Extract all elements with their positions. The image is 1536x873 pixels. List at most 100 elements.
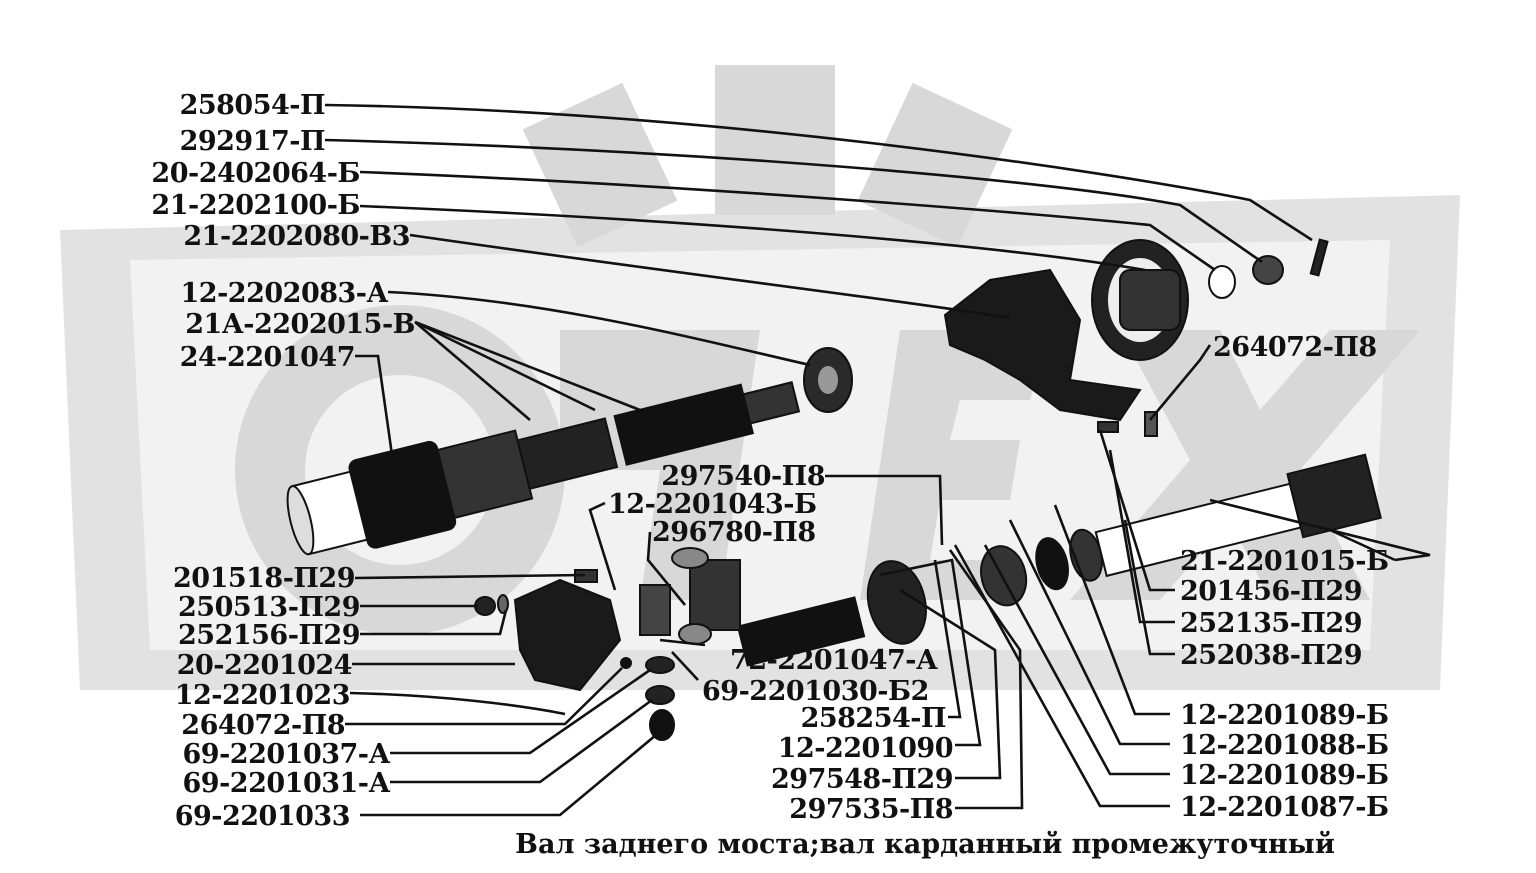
labels-mid: 297540-П8 12-2201043-Б 296780-П8 72-2201… xyxy=(608,461,954,825)
part-label: 12-2201043-Б xyxy=(608,489,817,520)
labels-left: 258054-П 292917-П 20-2402064-Б 21-220210… xyxy=(151,90,415,832)
part-label: 12-2201087-Б xyxy=(1180,792,1389,823)
leader-line xyxy=(355,354,394,456)
part-label: 264072-П8 xyxy=(181,710,345,741)
yoke-fork-part xyxy=(689,559,741,631)
part-label: 12-2201089-Б xyxy=(1180,700,1389,731)
washer-part xyxy=(1208,265,1236,299)
leader-line xyxy=(345,667,623,726)
part-label: 201456-П29 xyxy=(1180,576,1362,607)
diagram-caption: Вал заднего моста;вал карданный промежут… xyxy=(515,829,1335,860)
bearing-cup-part xyxy=(671,547,709,569)
support-bracket-part xyxy=(943,268,1142,422)
leader-line xyxy=(933,559,962,719)
leader-line xyxy=(390,668,651,755)
part-label: 252135-П29 xyxy=(1180,608,1362,639)
leader-line xyxy=(349,691,566,716)
bracket-nut-part xyxy=(1097,421,1119,433)
leader-line xyxy=(390,698,653,784)
part-label: 69-2201033 xyxy=(175,801,350,832)
shaft-tube-part xyxy=(516,417,619,491)
leader-line xyxy=(1329,528,1396,562)
part-label: 72-2201047-А xyxy=(730,645,938,676)
part-label: 20-2201024 xyxy=(177,650,352,681)
leader-line xyxy=(414,320,641,412)
part-label: 252156-П29 xyxy=(178,620,360,651)
part-label: 258054-П xyxy=(180,90,325,121)
watermark-letter-e xyxy=(860,330,1050,600)
leader-line xyxy=(899,588,1002,780)
part-label: 24-2201047 xyxy=(180,342,355,373)
flange-hub-part xyxy=(1119,269,1181,331)
part-label: 250513-П29 xyxy=(178,592,360,623)
spring-part xyxy=(866,560,927,645)
part-label: 21А-2202015-В xyxy=(185,309,415,340)
part-label: 297540-П8 xyxy=(661,461,825,492)
part-label: 21-2201015-Б xyxy=(1180,546,1389,577)
part-label: 69-2201031-А xyxy=(183,768,391,799)
part-label: 292917-П xyxy=(180,126,325,157)
watermark-gear-tooth xyxy=(857,82,1013,248)
part-label: 12-2201023 xyxy=(175,680,350,711)
nut-part xyxy=(1252,255,1284,285)
part-label: 297535-П8 xyxy=(789,794,953,825)
seal-ring-part xyxy=(645,685,675,705)
lower-bracket-part xyxy=(513,578,622,692)
leader-line xyxy=(409,233,1011,320)
labels-right: 264072-П8 21-2201015-Б 201456-П29 252135… xyxy=(1180,332,1389,823)
needle-bearing-part xyxy=(649,709,675,741)
shaft-end-face xyxy=(286,485,315,556)
ring-part xyxy=(1035,537,1069,591)
part-label: 296780-П8 xyxy=(652,517,816,548)
part-label: 21-2202080-В3 xyxy=(183,221,410,252)
bracket-bolt-part xyxy=(1144,411,1158,437)
watermark-gear-tooth xyxy=(715,65,835,215)
intermediate-spline-part xyxy=(736,596,866,667)
seal-part xyxy=(645,656,675,674)
leader-line xyxy=(1123,519,1175,656)
leader-line xyxy=(414,320,596,412)
part-label: 12-2201088-Б xyxy=(1180,730,1389,761)
leader-line xyxy=(879,558,982,747)
leader-line xyxy=(1149,344,1212,421)
part-label: 264072-П8 xyxy=(1213,332,1377,363)
watermark-gear-tooth xyxy=(522,82,678,248)
rear-axle-shaft xyxy=(286,381,801,556)
leader-line xyxy=(1209,498,1431,562)
part-label: 12-2201090 xyxy=(778,733,953,764)
leader-line xyxy=(387,290,811,367)
shaft-tip-part xyxy=(741,381,801,425)
grease-fitting-part xyxy=(620,657,632,669)
part-label: 12-2201089-Б xyxy=(1180,760,1389,791)
leader-line xyxy=(354,573,586,580)
part-label: 69-2201030-Б2 xyxy=(702,676,929,707)
leader-line xyxy=(983,544,1170,776)
leader-line xyxy=(414,321,531,421)
part-label: 12-2202083-А xyxy=(181,278,389,309)
leader-line xyxy=(659,638,706,647)
leader-line xyxy=(324,138,1263,264)
part-label: 21-2202100-Б xyxy=(151,190,360,221)
cotter-pin-part xyxy=(1309,238,1329,277)
cross-part xyxy=(639,584,671,636)
leader-line xyxy=(359,170,1216,272)
leader-line xyxy=(360,734,657,817)
leader-line xyxy=(671,651,699,681)
leader-line xyxy=(825,474,944,546)
leader-line xyxy=(588,501,617,591)
leader-line xyxy=(646,531,687,606)
leader-line xyxy=(1008,519,1170,746)
part-label: 252038-П29 xyxy=(1180,640,1362,671)
part-label: 69-2201037-А xyxy=(183,739,391,770)
leader-line xyxy=(1108,449,1175,624)
leader-line xyxy=(324,103,1313,242)
leader-line xyxy=(359,204,1146,272)
intermediate-yoke-part xyxy=(1286,453,1382,539)
part-label: 20-2402064-Б xyxy=(151,158,360,189)
bearing-bore xyxy=(818,366,838,394)
part-label: 297548-П29 xyxy=(771,764,953,795)
leader-line xyxy=(1053,504,1170,716)
part-label: 258254-П xyxy=(801,703,946,734)
